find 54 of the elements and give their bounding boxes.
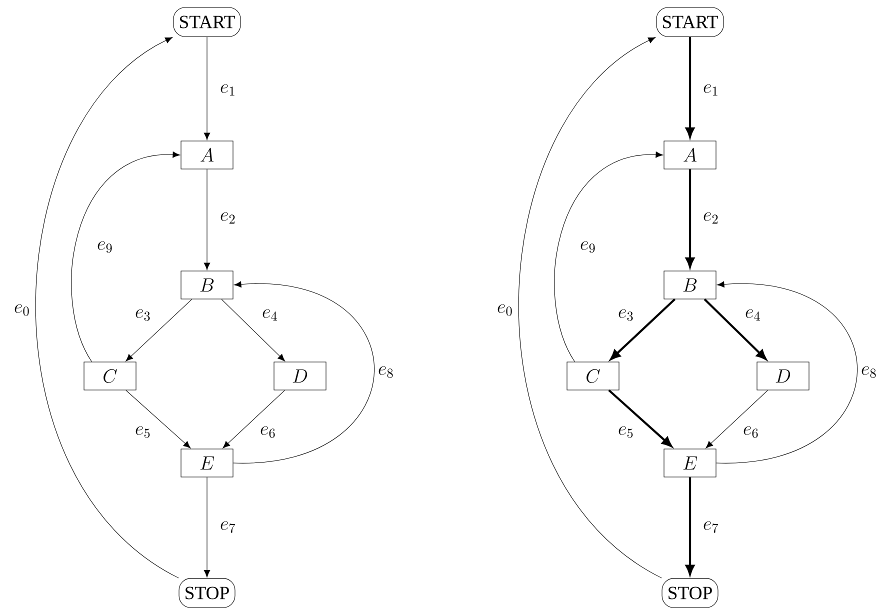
process-box: $C$ — [84, 362, 136, 390]
process-box: $A$ — [180, 140, 234, 170]
arrow — [35, 37, 180, 578]
arrow — [204, 36, 210, 140]
terminal-box: STOP — [178, 578, 236, 608]
edge-label: $e_1$ — [702, 83, 720, 97]
edge-label: $e_2$ — [702, 211, 720, 225]
arrow — [204, 477, 210, 578]
arrow — [222, 390, 286, 448]
edge-label: $e_9$ — [578, 240, 598, 254]
arrow — [204, 169, 210, 270]
edge-label: $e_4$ — [260, 308, 280, 322]
edge-label: $e_7$ — [218, 520, 238, 534]
terminal-box: START — [173, 7, 241, 37]
arrow — [518, 37, 662, 578]
process-box: $D$ — [756, 362, 810, 390]
process-box: $D$ — [274, 362, 326, 390]
edge-label: $e_3$ — [616, 308, 636, 322]
process-box: $B$ — [664, 270, 716, 300]
edge-label: $e_5$ — [616, 425, 636, 439]
edge-label: $e_7$ — [702, 520, 720, 534]
edge-label: $e_1$ — [218, 83, 238, 97]
arrow — [706, 390, 768, 448]
process-box: $E$ — [180, 448, 234, 478]
terminal-box: STOP — [662, 578, 718, 608]
edge-label: $e_6$ — [258, 425, 278, 439]
arrow — [716, 281, 858, 464]
edge-label: $e_0$ — [12, 303, 32, 317]
arrow — [554, 152, 664, 362]
arrow — [233, 281, 375, 464]
edge-label: $e_0$ — [496, 303, 514, 317]
edge-label: $e_8$ — [860, 365, 877, 379]
edge-label: $e_9$ — [96, 240, 114, 254]
arrow — [221, 299, 285, 362]
process-box: $E$ — [664, 448, 716, 478]
edge-label: $e_5$ — [134, 425, 152, 439]
edge-label: $e_6$ — [742, 425, 760, 439]
edge-label: $e_3$ — [134, 308, 152, 322]
arrow — [686, 36, 694, 138]
edge-label: $e_8$ — [376, 365, 396, 379]
edge-label: $e_2$ — [218, 211, 238, 225]
process-box: $A$ — [664, 140, 716, 170]
edge-label: $e_4$ — [744, 308, 762, 322]
process-box: $C$ — [566, 362, 620, 390]
arrow — [686, 169, 694, 268]
arrow — [610, 298, 676, 360]
terminal-box: START — [656, 7, 724, 37]
arrow — [71, 152, 180, 362]
process-box: $B$ — [180, 270, 234, 300]
arrow — [608, 389, 672, 448]
arrow — [686, 477, 694, 575]
arrow — [126, 299, 192, 362]
arrow — [704, 298, 767, 360]
arrow — [126, 390, 191, 448]
